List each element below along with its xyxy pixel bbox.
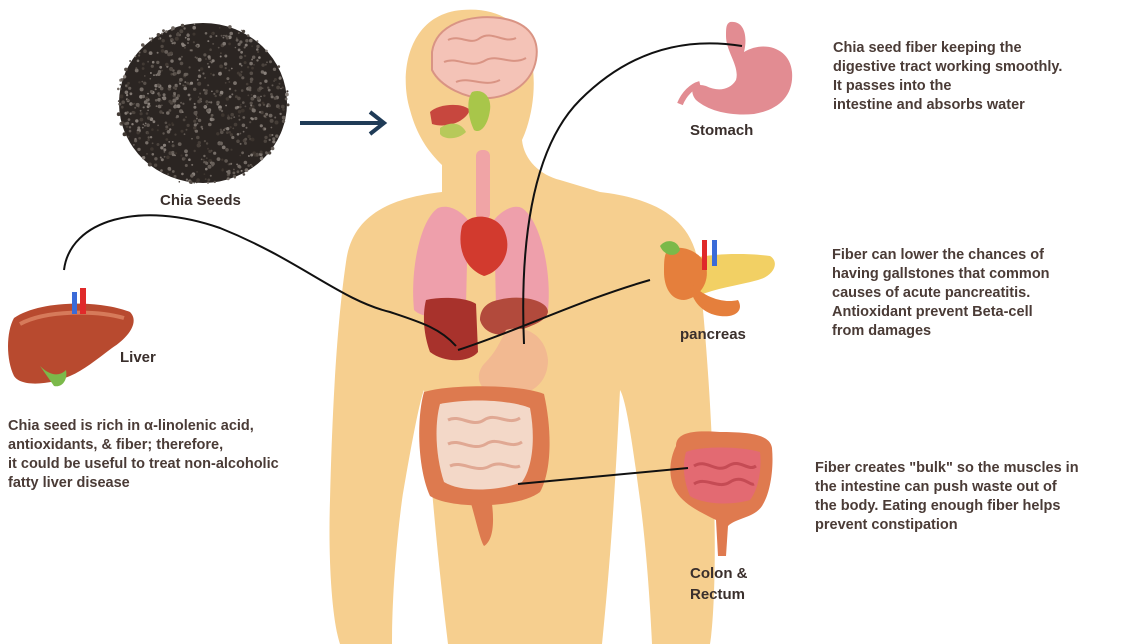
pancreas-image — [660, 240, 775, 317]
liver-description: Chia seed is rich in α-linolenic acid, a… — [8, 418, 279, 491]
heart — [460, 216, 508, 276]
body-stomach — [478, 297, 548, 397]
pancreas-label: pancreas — [680, 326, 746, 343]
chia-to-body-arrow — [300, 110, 388, 136]
connector-liver — [63, 214, 457, 347]
connector-stomach — [522, 42, 743, 345]
brain — [431, 16, 538, 100]
lungs — [413, 206, 549, 317]
liver-label: Liver — [120, 349, 156, 366]
stomach-image — [677, 21, 793, 115]
pancreas-description: Fiber can lower the chances of having ga… — [832, 247, 1050, 339]
colon-rectum-label: Colon & Rectum — [690, 565, 748, 603]
connector-pancreas — [457, 279, 651, 351]
stomach-description: Chia seed fiber keeping the digestive tr… — [833, 40, 1063, 113]
liver-image — [8, 288, 134, 387]
stomach-label: Stomach — [690, 122, 754, 139]
chia-seeds-image — [116, 23, 290, 184]
body-liver — [423, 297, 478, 361]
body-intestines — [419, 386, 550, 546]
mouth-throat — [430, 90, 491, 220]
colon-description: Fiber creates "bulk" so the muscles in t… — [815, 460, 1079, 533]
connector-colon — [517, 467, 689, 485]
colon-image — [670, 431, 773, 556]
chia-seeds-label: Chia Seeds — [160, 192, 241, 209]
